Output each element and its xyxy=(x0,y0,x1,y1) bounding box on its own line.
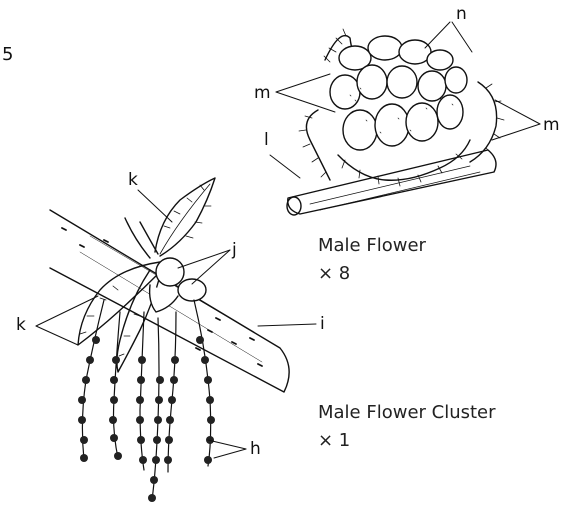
figure-number: 5 xyxy=(2,46,13,64)
male-flower-drawing xyxy=(287,29,504,215)
caption-male-flower-scale: × 8 xyxy=(318,265,350,283)
caption-cluster: Male Flower Cluster xyxy=(318,404,496,422)
label-k-left: k xyxy=(16,317,26,334)
label-j: j xyxy=(232,242,237,259)
label-l: l xyxy=(264,132,269,149)
flower-twig xyxy=(288,150,496,214)
caption-male-flower: Male Flower xyxy=(318,237,426,255)
caption-cluster-scale: × 1 xyxy=(318,432,350,450)
label-i: i xyxy=(320,316,325,333)
label-m-left: m xyxy=(254,85,271,102)
label-k-top: k xyxy=(128,172,138,189)
catkins xyxy=(82,300,210,500)
label-m-right: m xyxy=(543,117,560,134)
label-n: n xyxy=(456,6,467,23)
label-h: h xyxy=(250,441,261,458)
